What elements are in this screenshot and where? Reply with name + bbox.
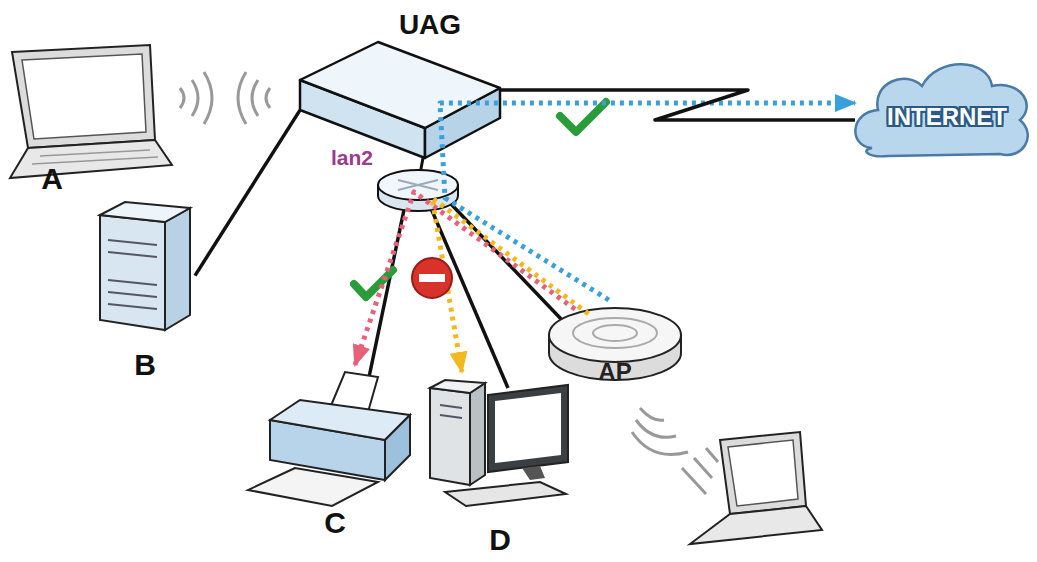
device-label: C <box>324 508 346 538</box>
switch-arrows <box>398 180 438 190</box>
printer-side <box>385 415 410 480</box>
laptop-base <box>690 506 822 544</box>
allowed-check <box>354 270 393 297</box>
blocked-bar <box>419 274 445 282</box>
laptop-screen <box>728 440 798 506</box>
device-label: INTERNET <box>887 105 1007 129</box>
wan-link <box>500 90 855 120</box>
server-slots <box>108 240 157 309</box>
interface-name: lan2 <box>331 147 373 168</box>
device-label: B <box>134 350 156 380</box>
pc-tower-top <box>430 380 485 393</box>
wireless-waves <box>238 72 270 124</box>
wireless-waves <box>682 448 718 494</box>
laptop-screen <box>22 54 146 139</box>
pc-drives <box>440 405 462 418</box>
server-top <box>100 202 190 222</box>
connector-group <box>195 90 855 372</box>
wireless-waves <box>180 72 212 124</box>
computer-device: D <box>420 372 575 557</box>
allowed-traffic-arrow <box>440 103 855 300</box>
pc-keyboard <box>445 482 566 506</box>
pc-tower-front <box>430 388 470 485</box>
access-point: AP <box>548 300 683 392</box>
device-label: AP <box>598 360 631 384</box>
server-device: B <box>90 200 195 380</box>
server-front <box>100 215 165 330</box>
pc-monitor <box>488 385 568 472</box>
allowed-traffic-arrow <box>355 192 575 365</box>
pc-monitor-stand <box>522 466 545 480</box>
device-label: D <box>489 525 511 555</box>
laptop-keys <box>32 150 158 164</box>
cloud-node: INTERNET <box>855 55 1035 160</box>
ap-ring <box>573 318 657 348</box>
printer-tray <box>248 468 378 506</box>
printer-device: C <box>265 365 415 545</box>
laptop-device: A <box>0 40 172 200</box>
pc-tower-side <box>470 383 485 485</box>
laptop-screen-frame <box>720 432 806 514</box>
firewall-device: UAG <box>300 5 500 163</box>
ap-ring <box>593 325 637 341</box>
computer-wire <box>430 206 508 388</box>
uag-top-face <box>300 42 500 128</box>
wireless-waves <box>632 408 688 455</box>
laptop-base <box>10 140 172 178</box>
device-label: UAG <box>399 11 461 39</box>
printer-top <box>270 400 410 440</box>
laptop-screen-frame <box>12 45 155 148</box>
internet-cloud <box>855 64 1027 156</box>
ap-top <box>549 308 681 362</box>
pc-monitor-screen <box>495 393 561 463</box>
blocked-traffic-arrow <box>432 198 589 372</box>
device-label: A <box>41 164 63 194</box>
network-wire <box>195 110 300 276</box>
server-side <box>165 208 190 330</box>
blocked-sign <box>412 258 452 298</box>
allowed-check <box>560 102 606 132</box>
